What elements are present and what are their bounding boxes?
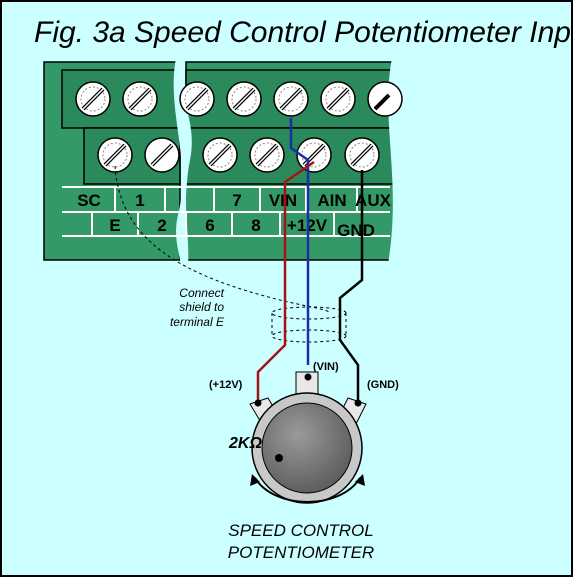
terminal-label-vin: VIN — [269, 191, 297, 210]
terminal-label-8: 8 — [251, 216, 260, 235]
wire-gnd — [338, 170, 364, 402]
caption-line2: POTENTIOMETER — [228, 543, 374, 562]
figure-title: Fig. 3a Speed Control Potentiometer Inpu… — [34, 16, 573, 49]
screw-row-top — [75, 81, 403, 117]
terminal-labels — [62, 186, 390, 237]
caption-line1: SPEED CONTROL — [228, 521, 373, 540]
terminal-label-2: 2 — [157, 216, 166, 235]
potentiometer-knob — [261, 402, 353, 494]
wire-vin — [289, 118, 310, 365]
shield-note-line3: terminal E — [170, 315, 225, 329]
terminal-label-7: 7 — [232, 191, 241, 210]
terminal-label-gnd: GND — [337, 221, 375, 240]
terminal-label-sc: SC — [77, 191, 101, 210]
terminal-label-ain: AIN — [317, 191, 346, 210]
rotation-arrow-head-right — [355, 474, 365, 486]
wire-12v — [256, 160, 315, 402]
terminal-label-6: 6 — [205, 216, 214, 235]
pin-label-gnd: (GND) — [367, 379, 399, 391]
shield-note-line1: Connect — [179, 286, 224, 300]
shield-note-line2: shield to — [179, 300, 224, 314]
knob-indicator-dot — [275, 454, 283, 462]
pin-label-12v: (+12V) — [209, 379, 243, 391]
terminal-label-1: 1 — [135, 191, 144, 210]
screw-row-bottom — [97, 137, 380, 173]
rotation-arrow-head-left — [250, 474, 260, 486]
terminal-label-e: E — [109, 216, 120, 235]
terminal-label-aux: AUX — [355, 191, 392, 210]
rotation-arrow — [254, 477, 361, 503]
potentiometer-value: 2KΩ — [228, 435, 262, 452]
pin-label-vin: (VIN) — [313, 361, 339, 373]
